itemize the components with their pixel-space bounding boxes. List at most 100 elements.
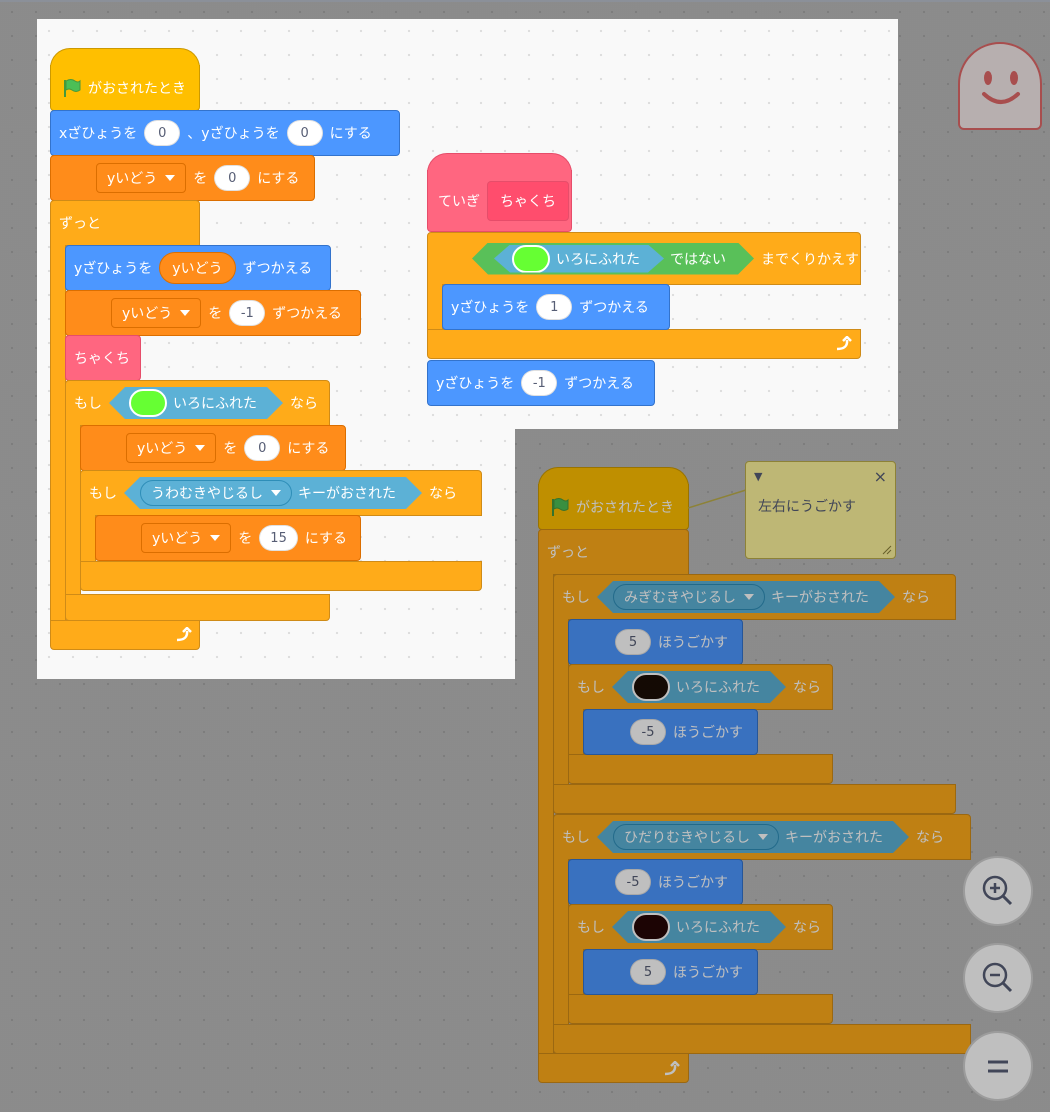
zoom-reset-button[interactable]	[963, 1031, 1033, 1101]
if-key-pressed-block[interactable]: もし みぎむきやじるし キーがおされた なら	[553, 574, 956, 620]
color-swatch[interactable]	[632, 673, 670, 701]
x-input[interactable]: 0	[144, 120, 181, 146]
zoom-in-button[interactable]	[963, 856, 1033, 926]
variable-name: yいどう	[137, 441, 188, 457]
variable-dropdown[interactable]: yいどう	[96, 163, 187, 193]
move-steps-block[interactable]: -5 ほうごかす	[568, 859, 743, 905]
comment-close-icon[interactable]: ×	[873, 466, 887, 486]
if-arm	[553, 619, 569, 785]
color-swatch[interactable]	[129, 389, 167, 417]
change-y-block-2[interactable]: yざひょうを -1 ずつかえる	[427, 360, 655, 406]
forever-block[interactable]: ずっと	[50, 200, 200, 246]
forever-label: ずっと	[547, 545, 589, 561]
steps-input[interactable]: 5	[615, 629, 651, 655]
when-flag-clicked-block[interactable]: がおされたとき	[538, 484, 689, 530]
steps-input[interactable]: -5	[615, 869, 651, 895]
repeat-arrow-icon	[664, 1061, 680, 1076]
if-touching-block[interactable]: もし いろにふれた なら	[568, 664, 833, 710]
zoom-out-icon	[982, 962, 1013, 993]
move-steps-block[interactable]: 5 ほうごかす	[568, 619, 743, 665]
not-operator[interactable]: いろにふれた ではない	[472, 243, 754, 275]
change-y-label: yざひょうを	[451, 300, 530, 316]
variable-dropdown[interactable]: yいどう	[126, 433, 217, 463]
variable-name: yいどう	[107, 171, 158, 187]
key-pressed-condition[interactable]: ひだりむきやじるし キーがおされた	[597, 821, 909, 853]
if-key-pressed-block[interactable]: もし うわむきやじるし キーがおされた なら	[80, 470, 482, 516]
steps-input[interactable]: 5	[630, 959, 666, 985]
change-y-block[interactable]: yざひょうを 1 ずつかえる	[442, 284, 670, 330]
if-label: もし	[74, 396, 102, 412]
change-y-label: yざひょうを	[436, 376, 515, 392]
repeat-until-label: までくりかえす	[761, 251, 859, 268]
set-value-input[interactable]: 0	[244, 435, 281, 461]
touching-color-condition[interactable]: いろにふれた	[612, 911, 786, 943]
if-touching-block[interactable]: もし いろにふれた なら	[65, 380, 330, 426]
comment-collapse-icon[interactable]: ▼	[754, 469, 763, 483]
set-value-input[interactable]: 15	[259, 525, 298, 551]
set-mid-label: を	[193, 171, 208, 187]
repeat-until-block[interactable]: いろにふれた ではない までくりかえす	[427, 232, 861, 285]
set-variable-block-3[interactable]: yいどう を 15 にする	[95, 515, 361, 561]
change-y-input[interactable]: 1	[536, 294, 573, 320]
custom-block-name[interactable]: ちゃくち	[487, 180, 569, 221]
set-value-input[interactable]: 0	[214, 165, 251, 191]
change-y-input[interactable]: -1	[521, 370, 558, 396]
comment-note[interactable]: ▼ × 左右にうごかす	[745, 461, 896, 559]
move-label: ほうごかす	[673, 725, 743, 741]
custom-call-label: ちゃくち	[74, 351, 130, 367]
comment-text[interactable]: 左右にうごかす	[758, 499, 856, 515]
y-input[interactable]: 0	[286, 120, 323, 146]
comment-connector	[688, 489, 747, 509]
goto-sep-label: 、yざひょうを	[187, 126, 280, 142]
custom-call-block[interactable]: ちゃくち	[65, 335, 141, 381]
change-value-input[interactable]: -1	[229, 300, 266, 326]
zoom-out-button[interactable]	[963, 943, 1033, 1013]
steps-input[interactable]: -5	[630, 719, 666, 745]
repeat-arrow-icon	[836, 336, 852, 351]
key-dropdown[interactable]: うわむきやじるし	[140, 480, 292, 506]
define-block[interactable]: ていぎ ちゃくち	[427, 170, 572, 232]
caret-down-icon	[758, 834, 768, 840]
move-steps-block[interactable]: -5 ほうごかす	[583, 709, 758, 755]
key-pressed-condition[interactable]: うわむきやじるし キーがおされた	[124, 477, 422, 509]
then-label: なら	[916, 830, 944, 846]
color-swatch[interactable]	[632, 913, 670, 941]
goto-xy-block[interactable]: xざひょうを 0 、yざひょうを 0 にする	[50, 110, 400, 156]
if-arm	[553, 859, 569, 1025]
move-label: ほうごかす	[658, 875, 728, 891]
change-y-block[interactable]: yざひょうを yいどう ずつかえる	[65, 245, 331, 291]
key-dropdown[interactable]: ひだりむきやじるし	[613, 824, 779, 850]
if-label: もし	[577, 680, 605, 696]
caret-down-icon	[195, 445, 206, 451]
touching-color-condition[interactable]: いろにふれた	[612, 671, 786, 703]
hat-label: がおされたとき	[576, 499, 674, 516]
comment-header: ▼ ×	[746, 462, 895, 490]
set-variable-block-2[interactable]: yいどう を 0 にする	[80, 425, 346, 471]
color-swatch[interactable]	[512, 245, 550, 273]
if-touching-block[interactable]: もし いろにふれた なら	[568, 904, 833, 950]
variable-dropdown[interactable]: yいどう	[111, 298, 202, 328]
green-flag-icon	[64, 78, 81, 97]
key-dropdown[interactable]: みぎむきやじるし	[613, 584, 765, 610]
pressed-label: キーがおされた	[771, 590, 869, 606]
set-mid-label: を	[223, 441, 238, 457]
caret-down-icon	[271, 490, 281, 496]
forever-block[interactable]: ずっと	[538, 529, 689, 575]
caret-down-icon	[165, 175, 176, 181]
key-pressed-condition[interactable]: みぎむきやじるし キーがおされた	[597, 581, 895, 613]
variable-dropdown[interactable]: yいどう	[141, 523, 232, 553]
forever-arm	[538, 574, 554, 1054]
variable-reporter[interactable]: yいどう	[159, 252, 236, 284]
touching-label: いろにふれた	[173, 396, 257, 412]
set-variable-block[interactable]: yいどう を 0 にする	[50, 155, 315, 201]
touching-color-condition[interactable]: いろにふれた	[494, 245, 664, 273]
if-key-pressed-block[interactable]: もし ひだりむきやじるし キーがおされた なら	[553, 814, 971, 860]
sprite-ghost-icon[interactable]	[958, 42, 1042, 130]
move-steps-block[interactable]: 5 ほうごかす	[583, 949, 758, 995]
if-arm	[568, 709, 584, 755]
change-variable-block[interactable]: yいどう を -1 ずつかえる	[65, 290, 361, 336]
key-name: みぎむきやじるし	[624, 590, 736, 606]
when-flag-clicked-block[interactable]: がおされたとき	[50, 65, 200, 111]
touching-color-condition[interactable]: いろにふれた	[109, 387, 283, 419]
resize-handle-icon[interactable]	[882, 545, 892, 555]
